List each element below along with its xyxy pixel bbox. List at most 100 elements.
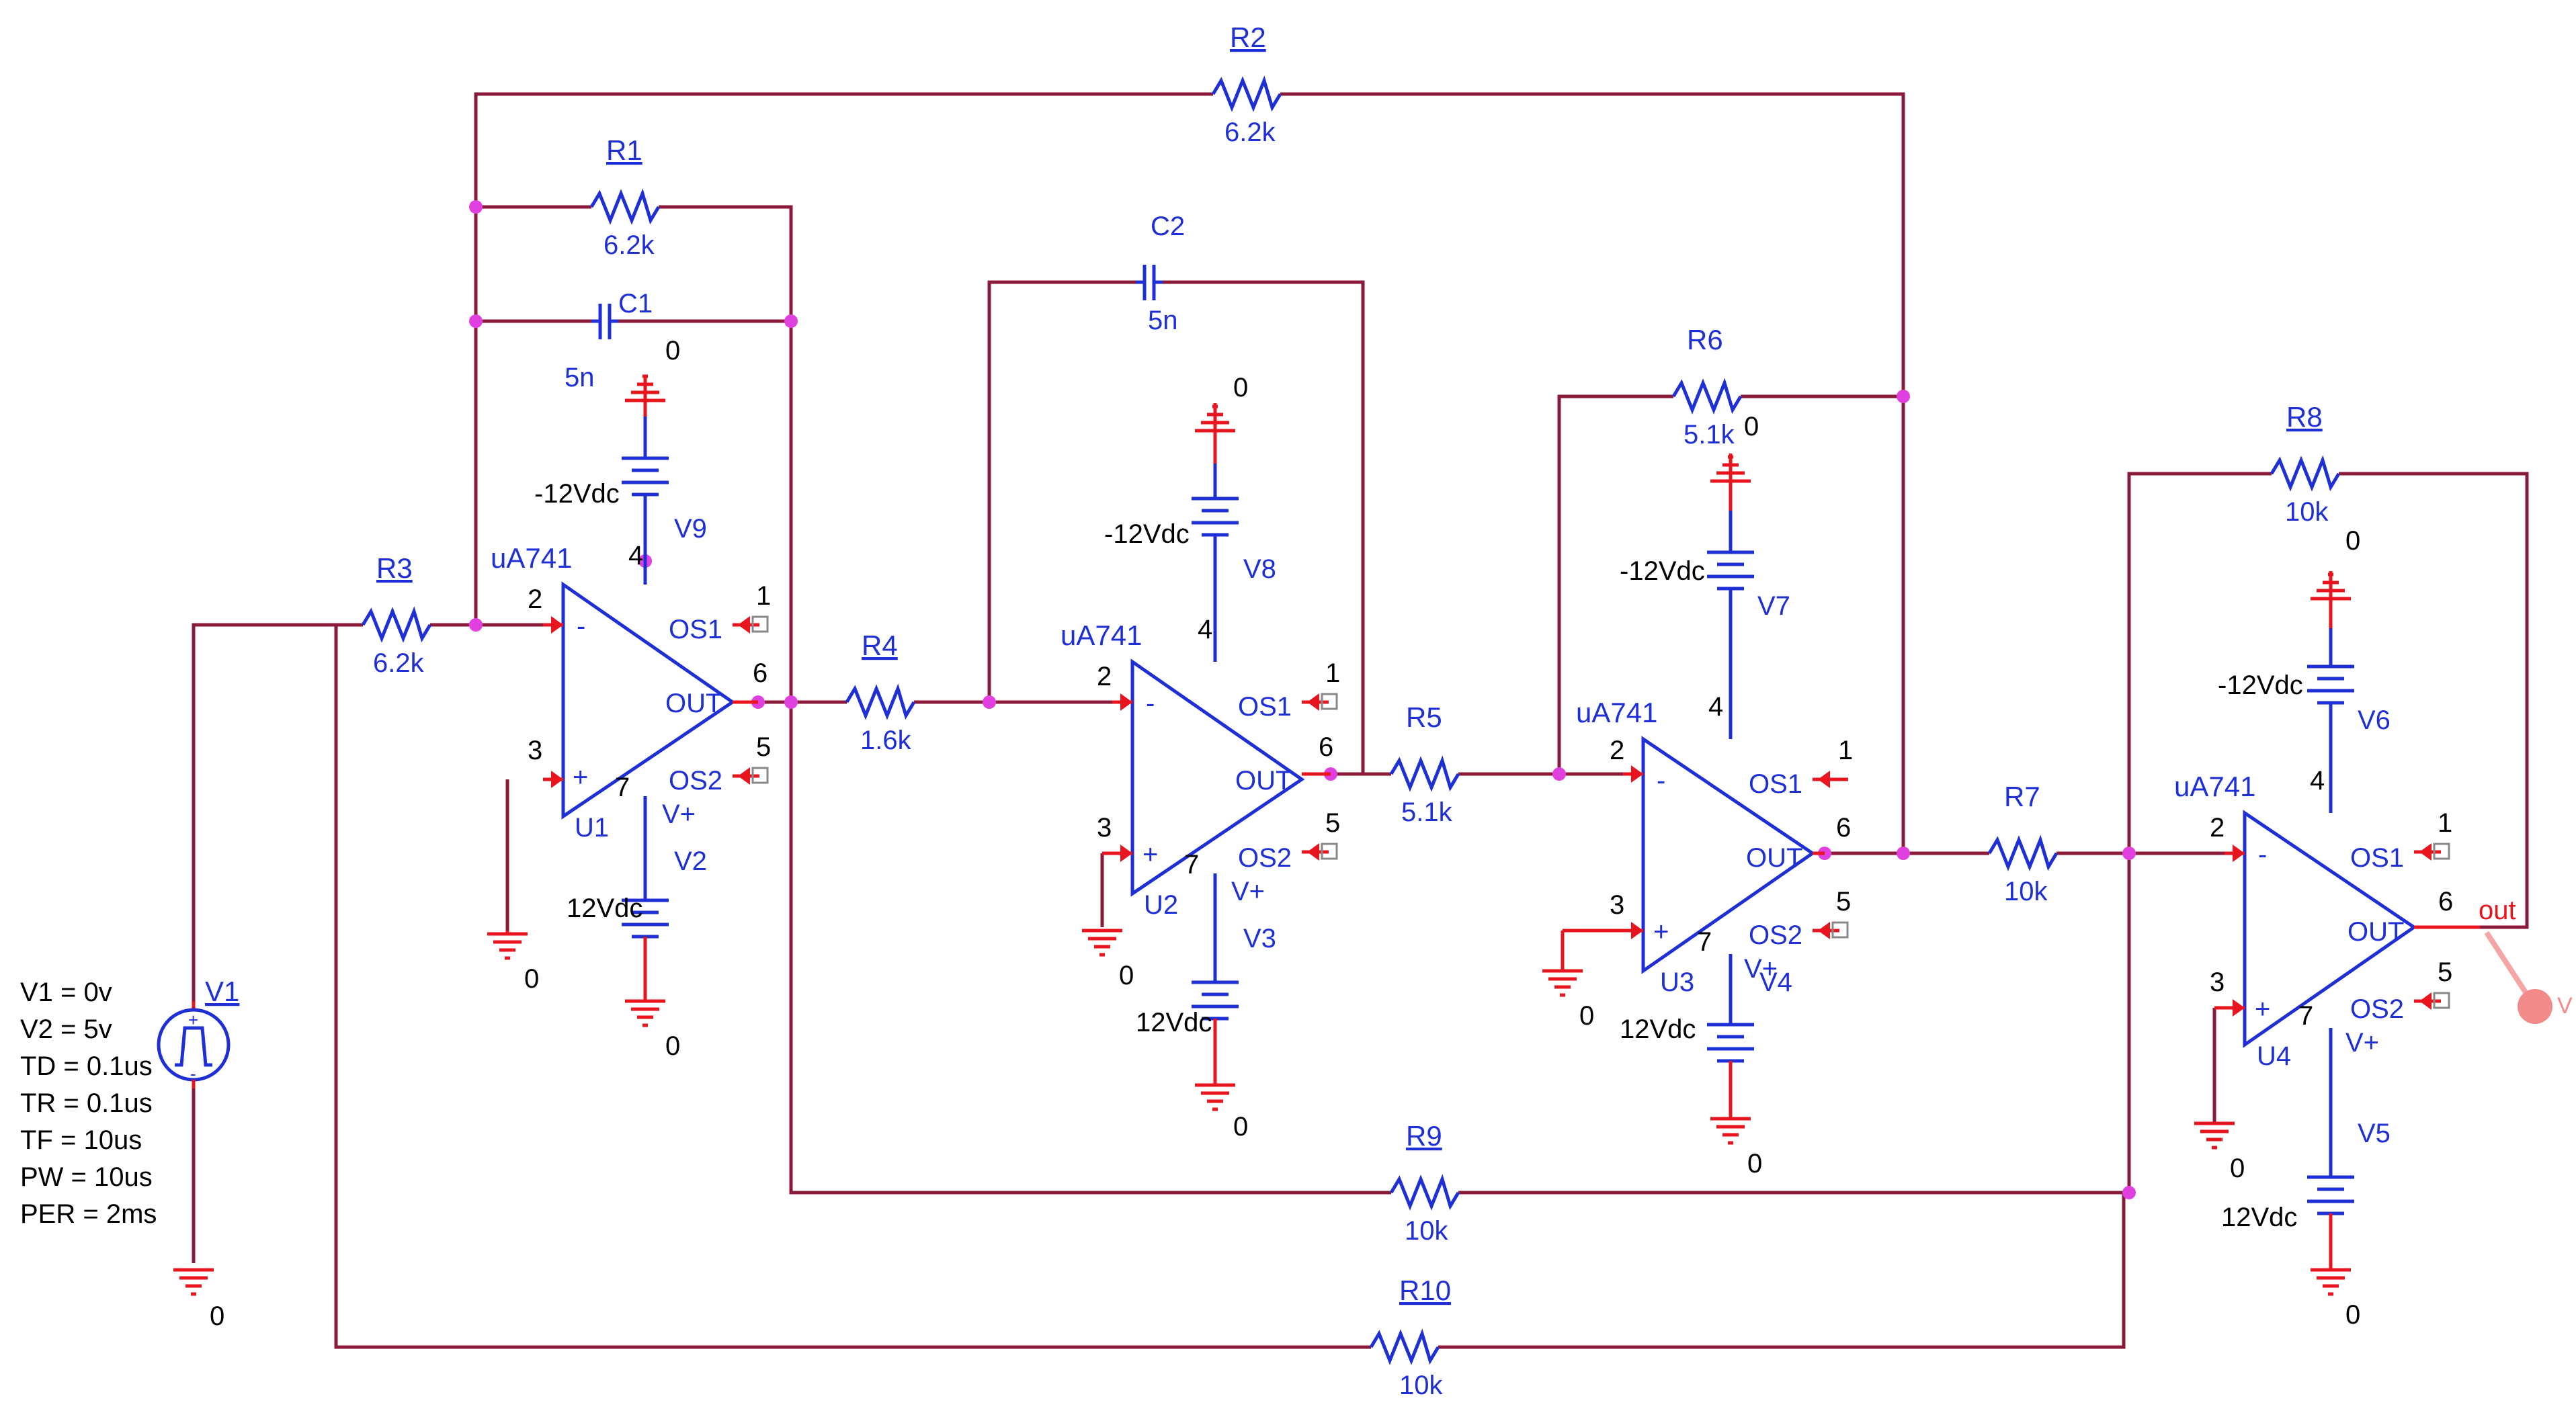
resistor-value: 1.6k [860,726,912,755]
ground-u2: 0 [1082,931,1134,990]
pin-number: 7 [1697,927,1712,957]
supply-value: -12Vdc [534,479,620,509]
supply-v5[interactable]: 12Vdc V5 0 [2221,1028,2391,1330]
resistor-value: 10k [2285,497,2329,527]
out-label: OUT [665,689,722,718]
supply-v9[interactable]: 0 -12Vdc V9 [534,336,707,585]
wire-r10-branch [334,625,1371,1349]
resistor-r10[interactable]: R10 10k [1369,1275,1451,1400]
opamp-ref: U2 [1144,890,1178,920]
resistor-r1[interactable]: R1 6.2k [589,134,661,260]
supply-v4[interactable]: 12Vdc V4 0 [1620,954,1792,1178]
opamp-u1[interactable]: - + OUT OS1 OS2 V+ uA741 U1 2 3 6 7 4 1 … [491,541,771,843]
resistor-r5[interactable]: R5 5.1k [1389,701,1460,827]
wire-r2-right [1280,92,1905,853]
node [2122,847,2136,860]
supply-ref: V8 [1243,554,1276,584]
wire-r6-left [1557,394,1673,774]
capacitor-ref: C2 [1151,212,1185,241]
node [1897,847,1910,860]
supply-value: 12Vdc [567,894,642,923]
source-params: V1 = 0v V2 = 5v TD = 0.1us TR = 0.1us TF… [20,978,157,1229]
resistor-value: 6.2k [604,230,655,260]
opamp-u2[interactable]: - + OUT OS1 OS2 V+ uA741 U2 2 3 6 7 4 1 … [1061,615,1340,920]
resistor-ref: R5 [1406,701,1442,733]
ground-label: 0 [2230,1154,2245,1183]
resistor-r4[interactable]: R4 1.6k [845,630,916,755]
capacitor-c2[interactable]: C2 5n [1136,212,1185,335]
supply-value: 12Vdc [1620,1015,1696,1044]
pin-number: 7 [1184,850,1199,879]
capacitor-value: 5n [565,363,595,392]
supply-ref: V3 [1243,924,1276,953]
resistor-value: 10k [2004,877,2048,906]
capacitor-c1[interactable]: C1 5n [565,289,653,392]
pin-number: 5 [756,732,771,762]
os1-label: OS1 [669,615,722,644]
pin-number: 2 [1097,662,1112,691]
resistor-r6[interactable]: R6 5.1k [1671,324,1743,449]
vplus-label: V+ [1231,877,1265,906]
wire-v1-top [192,623,363,1001]
capacitor-ref: C1 [618,289,653,318]
pin-number: 2 [2210,813,2225,843]
ground-label: 0 [1233,1112,1248,1142]
os1-label: OS1 [2350,843,2404,873]
opamp-u3[interactable]: - + OUT OS1 OS2 V+ uA741 U3 2 3 6 7 4 1 … [1563,692,1853,997]
ground-label: 0 [210,1301,224,1331]
supply-v7[interactable]: 0 -12Vdc V7 [1620,412,1790,739]
pin-number: 3 [1097,813,1112,843]
supply-v3[interactable]: 12Vdc V3 0 [1136,873,1276,1142]
supply-value: -12Vdc [1620,556,1705,586]
ground-u1: 0 [487,931,539,994]
ground-label: 0 [1744,412,1759,441]
supply-value: 12Vdc [1136,1008,1212,1037]
source-param: TR = 0.1us [20,1088,153,1118]
pin-number: 1 [2438,808,2452,838]
wire-r8-left [2127,472,2272,1193]
supply-value: -12Vdc [1104,519,1190,549]
wires [192,92,2529,1349]
voltage-probe[interactable]: V [2484,931,2573,1024]
resistor-r2[interactable]: R2 6.2k [1211,22,1282,147]
wire-r2-left [474,92,1213,625]
minus-sign: - [190,1064,196,1084]
supply-v8[interactable]: 0 -12Vdc V8 [1104,373,1276,662]
supply-v6[interactable]: 0 -12Vdc V6 [2218,526,2391,813]
resistor-r9[interactable]: R9 10k [1389,1120,1460,1246]
opamp-model: uA741 [2174,771,2255,802]
pin-number: 4 [2310,766,2325,796]
resistor-r7[interactable]: R7 10k [1987,781,2059,906]
os2-label: OS2 [1749,920,1802,950]
node [1897,390,1910,403]
opamp-ref: U3 [1660,968,1694,997]
pin-number: 7 [2298,1001,2313,1031]
pulse-source-v1[interactable]: + - V1 0 [157,976,239,1331]
resistor-r8[interactable]: R8 10k [2270,401,2341,527]
resistor-ref: R6 [1687,324,1723,355]
pin-number: 1 [1838,736,1853,765]
vplus-label: V+ [662,800,696,829]
opamp-u4[interactable]: - + OUT OS1 OS2 V+ uA741 U4 2 3 6 7 4 1 … [2174,766,2453,1071]
ground-label: 0 [665,1031,680,1061]
source-param: V2 = 5v [20,1015,112,1044]
ground-label: 0 [1579,1001,1594,1031]
resistor-ref: R4 [862,630,898,661]
os2-label: OS2 [1238,843,1292,873]
node [469,200,483,214]
output-net[interactable]: out [2414,896,2516,929]
plus-sign: + [188,1010,198,1030]
pin-number: 2 [1610,736,1624,765]
pin-number: 6 [753,658,767,688]
ground-label: 0 [665,336,680,366]
inv-sign: - [577,611,585,641]
node [1552,767,1566,781]
supply-v2[interactable]: 12Vdc V2 0 [567,796,707,1061]
noninv-sign: + [2255,994,2270,1024]
pin-number: 1 [756,581,771,611]
resistor-r3[interactable]: R3 6.2k [361,552,432,678]
noninv-sign: + [573,763,588,792]
node [784,314,798,328]
os2-label: OS2 [669,766,722,796]
